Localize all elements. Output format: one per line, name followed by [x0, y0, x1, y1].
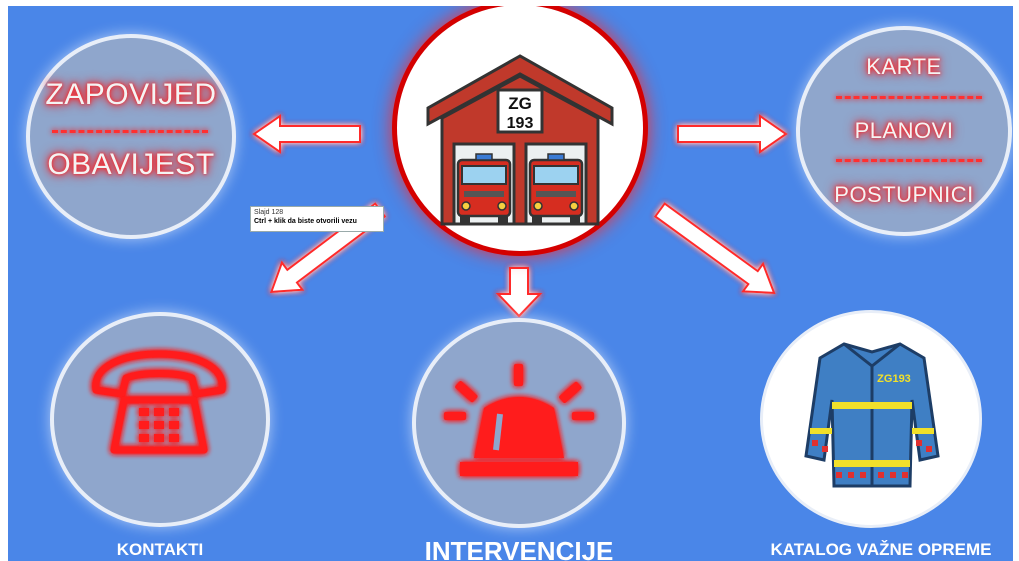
karte-label: KARTE [866, 54, 942, 79]
kontakti-node[interactable] [50, 312, 270, 527]
arrows-layer [252, 114, 788, 318]
tooltip-hint: Ctrl + klik da biste otvorili vezu [254, 218, 357, 225]
planovi-divider [836, 159, 982, 162]
fire-station-icon: ZG 193 [426, 54, 614, 226]
karte-planovi-postupnici-node[interactable] [796, 26, 1012, 236]
firefighter-jacket-icon: ZG193 [804, 342, 940, 488]
karte-divider [836, 96, 982, 99]
postupnici-label: POSTUPNICI [834, 182, 974, 207]
obavijest-label: OBAVIJEST [47, 148, 215, 181]
tooltip-title: Slajd 128 [254, 209, 284, 216]
fire-truck-left-icon [456, 153, 512, 224]
hyperlink-tooltip: Slajd 128 Ctrl + klik da biste otvorili … [250, 206, 384, 232]
zapovijed-obavijest-node[interactable] [26, 34, 236, 239]
arrow-to-zapovijed-icon[interactable] [252, 114, 361, 154]
station-sign-zg: ZG [508, 94, 532, 113]
katalog-label[interactable]: KATALOG VAŽNE OPREME [770, 540, 992, 559]
planovi-label: PLANOVI [854, 118, 954, 143]
fire-truck-right-icon [528, 153, 584, 224]
zapovijed-label: ZAPOVIJED [45, 78, 217, 111]
siren-light-icon [444, 364, 594, 476]
intervencije-label[interactable]: INTERVENCIJE [424, 536, 614, 561]
arrow-to-katalog-icon[interactable] [650, 196, 784, 306]
kontakti-label[interactable]: KONTAKTI [116, 540, 204, 559]
telephone-icon [92, 350, 226, 454]
jacket-label: ZG193 [877, 373, 911, 385]
station-sign-193: 193 [507, 115, 534, 132]
zapovijed-divider [52, 130, 208, 133]
arrow-to-intervencije-icon[interactable] [495, 267, 543, 318]
arrow-to-karte-icon[interactable] [677, 114, 788, 154]
slide-canvas: ZAPOVIJED OBAVIJEST KARTE PLANOVI POSTUP… [8, 6, 1013, 561]
